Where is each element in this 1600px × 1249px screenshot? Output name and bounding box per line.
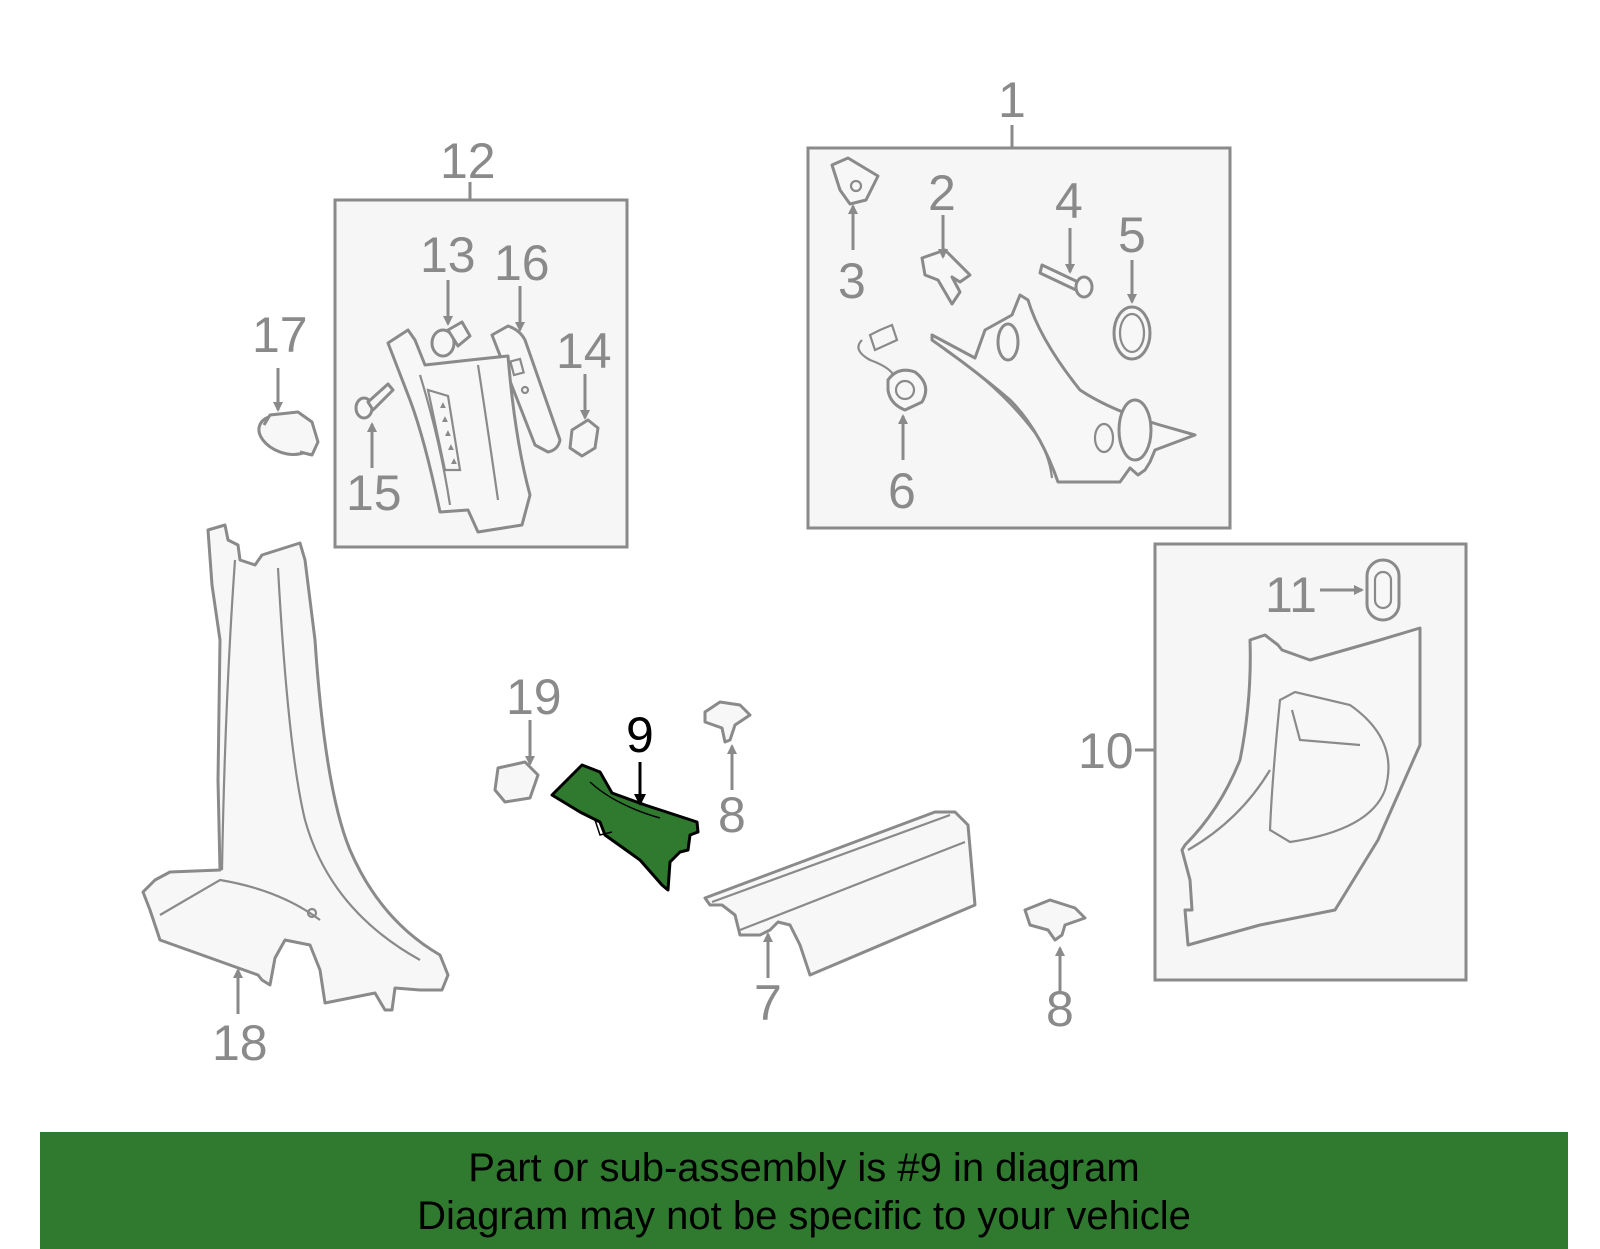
callout-17: 17 xyxy=(252,307,308,363)
callout-19: 19 xyxy=(506,669,562,725)
part-18-pillar-trim xyxy=(141,523,450,1014)
callout-16: 16 xyxy=(494,235,550,291)
callout-15: 15 xyxy=(346,465,402,521)
callout-8b: 8 xyxy=(1046,981,1074,1037)
callout-18: 18 xyxy=(212,1015,268,1071)
svg-text:▲: ▲ xyxy=(438,400,448,411)
part-5-grommet xyxy=(1112,260,1152,361)
callout-11: 11 xyxy=(1265,567,1317,623)
svg-text:▲: ▲ xyxy=(449,456,459,467)
callout-8a: 8 xyxy=(718,787,746,843)
callout-9: 9 xyxy=(626,707,654,763)
part-17-cap xyxy=(257,368,320,457)
banner-line-2: Diagram may not be specific to your vehi… xyxy=(417,1194,1191,1238)
callout-7: 7 xyxy=(754,975,782,1031)
part-11-grommet xyxy=(1320,558,1401,622)
info-banner: Part or sub-assembly is #9 in diagram Di… xyxy=(40,1132,1568,1249)
callout-13: 13 xyxy=(420,227,476,283)
callout-3: 3 xyxy=(838,253,866,309)
part-7-sill-plate xyxy=(703,810,977,978)
part-10-quarter-trim xyxy=(1180,626,1422,947)
callout-2: 2 xyxy=(928,165,956,221)
part-8-clip-lower xyxy=(1023,898,1087,992)
callout-10: 10 xyxy=(1078,723,1134,779)
callout-14: 14 xyxy=(556,323,612,379)
banner-line-1: Part or sub-assembly is #9 in diagram xyxy=(468,1146,1140,1190)
part-2-clip xyxy=(920,215,972,306)
callout-6: 6 xyxy=(888,463,916,519)
callout-4: 4 xyxy=(1055,173,1083,229)
callout-12: 12 xyxy=(440,133,496,189)
part-15-push-pin xyxy=(354,382,395,468)
part-12-pillar-trim: ▲ ▲ ▲ ▲ ▲ xyxy=(386,328,532,534)
part-19-clip xyxy=(493,720,540,804)
callout-5: 5 xyxy=(1118,207,1146,263)
svg-text:▲: ▲ xyxy=(443,428,453,439)
svg-text:▲: ▲ xyxy=(440,414,450,425)
part-9-highlighted[interactable] xyxy=(550,762,700,892)
callout-1: 1 xyxy=(998,72,1026,128)
part-13-clip xyxy=(430,280,472,358)
part-3-clip xyxy=(830,156,880,250)
part-14-clip xyxy=(568,374,600,458)
part-6-retainer xyxy=(857,323,928,460)
part-1-quarter-trim xyxy=(930,293,1197,484)
part-8-clip-upper xyxy=(703,700,752,790)
part-4-screw xyxy=(1038,228,1094,299)
svg-text:▲: ▲ xyxy=(446,442,456,453)
callout-labels: 1 2 3 4 5 6 7 8 8 9 10 11 12 13 14 15 16… xyxy=(212,72,1317,1071)
